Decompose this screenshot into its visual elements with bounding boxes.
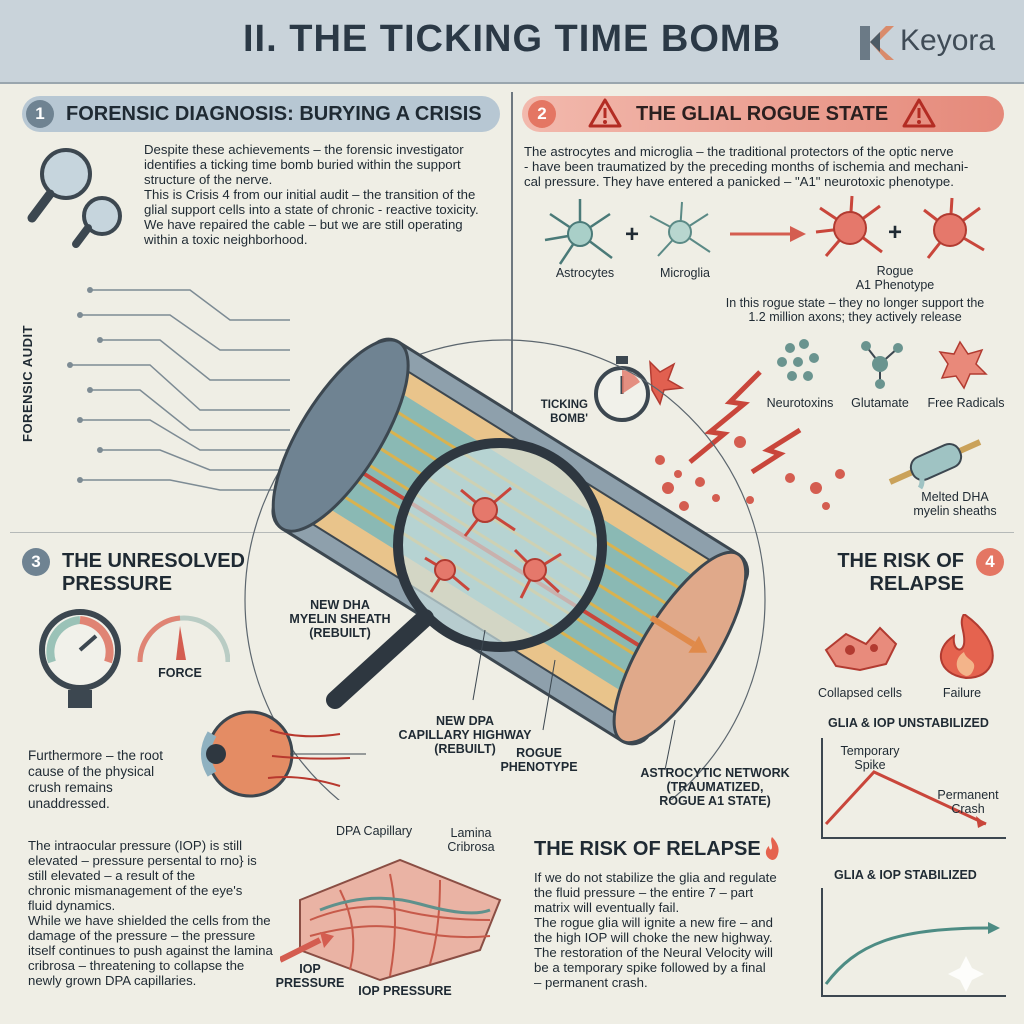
collapsed-cells-icon <box>824 626 898 672</box>
section-1-header <box>22 96 500 132</box>
page-title: II. THE TICKING TIME BOMB <box>243 18 781 60</box>
iop-pressure-label-2: IOP PRESSURE <box>358 984 452 998</box>
capillary-highway-label: NEW DPA CAPILLARY HIGHWAY (REBUILT) <box>398 714 532 756</box>
optic-nerve-cross-section <box>244 337 766 800</box>
neurotoxin-icon <box>777 339 819 381</box>
section-2-title: THE GLIAL ROGUE STATE <box>636 103 889 125</box>
dpa-capillary-label: DPA Capillary <box>336 824 413 838</box>
section-1-paragraph: Despite these achievements – the forensi… <box>144 142 479 247</box>
astrocyte-icon <box>544 199 613 265</box>
header-bar <box>0 0 1024 84</box>
relapse-title: THE RISK OF RELAPSE <box>534 838 761 860</box>
rogue-state-text: In this rogue state – they no longer sup… <box>725 296 985 324</box>
stabilized-label: GLIA & IOP STABILIZED <box>834 868 977 882</box>
a1-phenotype-label: A1 Phenotype <box>855 278 935 292</box>
iop-pressure-label: IOP PRESSURE <box>275 962 345 990</box>
forensic-audit-label: FORENSIC AUDIT <box>20 324 35 442</box>
column-divider <box>511 92 513 532</box>
glutamate-label: Glutamate <box>851 396 909 410</box>
ticking-bomb-label: TICKING BOMB' <box>540 399 588 425</box>
unstabilized-graph <box>821 738 1006 839</box>
section-2-intro: The astrocytes and microglia – the tradi… <box>524 144 969 189</box>
circuit-lines <box>67 287 290 491</box>
warning-icon <box>902 98 936 128</box>
rogue-phenotype-label: ROGUE PHENOTYPE <box>500 746 578 774</box>
neurotoxins-label: Neurotoxins <box>766 396 834 410</box>
svg-text:+: + <box>888 219 902 246</box>
microglia-label: Microglia <box>659 266 710 280</box>
free-radical-icon <box>938 340 988 390</box>
pressure-gauge-icon <box>39 609 230 708</box>
myelin-sheath-label: NEW DHA MYELIN SHEATH (REBUILT) <box>289 598 391 640</box>
section-2-number: 2 <box>528 100 556 128</box>
collapsed-cells-label: Collapsed cells <box>817 686 903 700</box>
section-4-title: THE RISK OF RELAPSE <box>837 550 964 595</box>
stabilized-graph <box>821 888 1006 997</box>
unstabilized-label: GLIA & IOP UNSTABILIZED <box>828 716 989 730</box>
astrocytes-label: Astrocytes <box>555 266 615 280</box>
magnifier-icon <box>27 148 122 248</box>
section-3-body: The intraocular pressure (IOP) is still … <box>28 838 273 988</box>
section-3-title: THE UNRESOLVED PRESSURE <box>62 550 245 595</box>
brand-name: Keyora <box>900 24 996 57</box>
lamina-cribrosa-mesh <box>280 858 502 982</box>
melted-dha-label: Melted DHA myelin sheaths <box>913 490 997 518</box>
section-3-number: 3 <box>22 548 50 576</box>
relapse-body: If we do not stabilize the glia and regu… <box>534 870 777 990</box>
glial-transition-diagram: + + <box>544 195 985 265</box>
free-radicals-label: Free Radicals <box>927 396 1005 410</box>
section-3-lead: Furthermore – the root cause of the phys… <box>28 748 164 811</box>
collapsed-cells-and-fire <box>824 614 994 680</box>
section-1-title: FORENSIC DIAGNOSIS: BURYING A CRISIS <box>66 103 482 125</box>
temporary-spike-label: Temporary Spike <box>840 744 900 772</box>
section-4-number: 4 <box>976 548 1004 576</box>
lamina-cribrosa-label: Lamina Cribrosa <box>447 826 495 854</box>
warning-icon <box>588 98 622 128</box>
keyora-logo-icon <box>860 26 894 60</box>
section-1-number: 1 <box>26 100 54 128</box>
svg-text:+: + <box>625 221 639 248</box>
rogue-label: Rogue <box>876 264 914 278</box>
toxin-icons <box>777 339 988 390</box>
fire-icon <box>939 614 994 680</box>
glutamate-icon <box>861 341 903 389</box>
failure-label: Failure <box>942 686 982 700</box>
melted-myelin-icon <box>888 439 982 490</box>
flame-icon <box>765 837 779 860</box>
force-label: FORCE <box>158 666 202 680</box>
eye-icon <box>201 710 366 798</box>
toxic-release-particles <box>655 370 845 511</box>
astrocytic-network-label: ASTROCYTIC NETWORK (TRAUMATIZED, ROGUE A… <box>640 766 790 808</box>
permanent-crash-label: Permanent Crash <box>937 788 999 816</box>
